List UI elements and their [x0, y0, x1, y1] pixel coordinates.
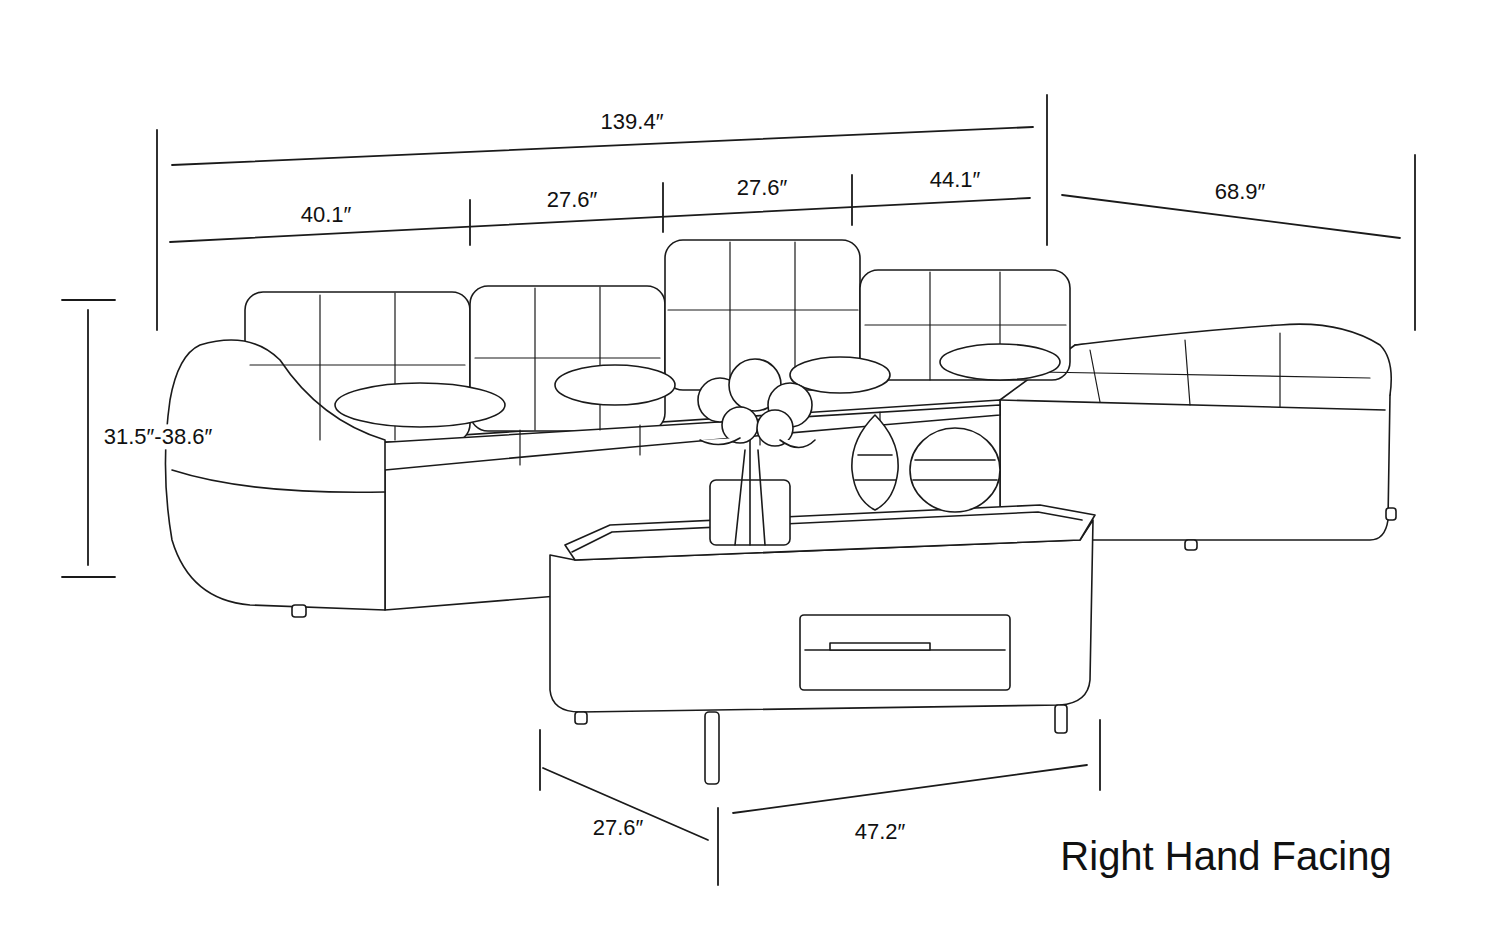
sofa-illustration [62, 95, 1415, 885]
dimension-line [1099, 720, 1101, 790]
decor-vase [858, 454, 892, 456]
dimension-line [717, 808, 719, 885]
flower-vase [698, 359, 815, 545]
coffee-table [550, 505, 1095, 784]
decor-vase [910, 428, 1000, 512]
cushion-tufting [1279, 333, 1280, 407]
dimension-line [62, 576, 115, 578]
throw-pillow [790, 357, 890, 393]
throw-pillow [555, 365, 675, 405]
dimension-line [87, 310, 89, 565]
dimension-line [469, 200, 471, 245]
dimension-label: 27.6″ [590, 815, 647, 840]
cushion-tufting [865, 324, 1066, 325]
decor-vase [855, 479, 896, 481]
dimension-line [851, 175, 853, 225]
dimension-line [1046, 95, 1048, 245]
sofa-leg [292, 605, 306, 617]
throw-pillow [940, 344, 1060, 380]
sofa-outline [860, 270, 1070, 380]
dimension-label: 68.9″ [1212, 179, 1269, 204]
cushion-tufting [519, 430, 520, 465]
throw-pillow [335, 344, 1060, 427]
coffee-table [1055, 705, 1067, 733]
cushion-tufting [639, 425, 640, 455]
dimension-label: 47.2″ [852, 819, 909, 844]
sofa-outline [172, 470, 385, 492]
coffee-table [565, 505, 1095, 560]
cushion-tufting [1040, 372, 1370, 378]
decor-vase [913, 479, 997, 481]
cushion-tufting [1185, 340, 1190, 405]
dimension-label: 31.5″-38.6″ [101, 424, 216, 449]
dimension-line [733, 765, 1087, 813]
decor-vase [915, 459, 995, 461]
dimension-line [62, 95, 1415, 885]
coffee-table [830, 643, 930, 650]
cushion-tufting [319, 295, 320, 440]
sofa-outline [165, 340, 385, 610]
decor-vase [852, 415, 1000, 512]
coffee-table [800, 615, 1010, 690]
flower-vase [735, 440, 765, 545]
cushion-tufting [729, 242, 730, 390]
flower-vase [700, 438, 815, 448]
cushion-tufting [475, 357, 660, 358]
coffee-table [575, 712, 587, 724]
dimension-line [539, 730, 541, 790]
sofa-leg [1386, 508, 1396, 520]
sofa-outline [1000, 400, 1385, 410]
sofa-outline [1075, 324, 1391, 395]
cushion-tufting [534, 288, 535, 430]
caption: Right Hand Facing [1060, 834, 1391, 878]
dimension-label: 44.1″ [927, 167, 984, 192]
sofa-leg [1185, 540, 1197, 550]
dimension-label: 40.1″ [298, 202, 355, 227]
dimension-label: 139.4″ [598, 109, 667, 134]
dimension-label: 27.6″ [734, 175, 791, 200]
dimension-line [662, 183, 664, 232]
dimension-label: 27.6″ [544, 187, 601, 212]
throw-pillow [335, 383, 505, 427]
dimension-line [543, 768, 708, 840]
dimension-line [62, 299, 115, 301]
coffee-table [572, 512, 1082, 552]
cushion-tufting [929, 272, 930, 380]
cushion-tufting [250, 364, 465, 365]
dimension-line [156, 130, 158, 330]
cushion-tufting [668, 309, 858, 310]
cushion-tufting [250, 242, 1370, 465]
decor-vase [852, 415, 898, 510]
coffee-table [705, 712, 719, 784]
dimension-line [1414, 155, 1416, 330]
cushion-tufting [1090, 350, 1100, 402]
